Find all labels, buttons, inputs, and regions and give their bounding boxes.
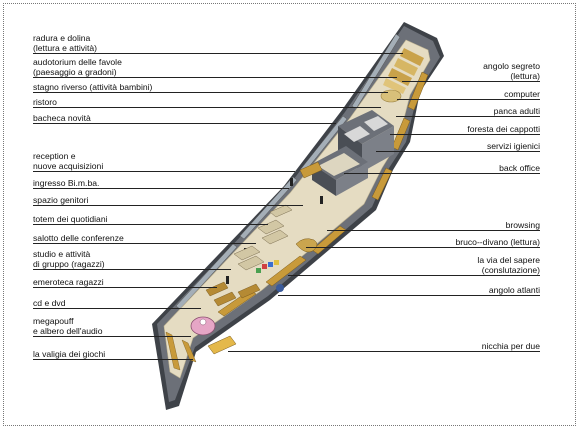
leader-ristoro	[33, 107, 381, 108]
leader-stagno	[33, 92, 388, 93]
label-auditorium: audotorium delle favole (paesaggio a gra…	[33, 57, 122, 77]
label-stagno: stagno riverso (attività bambini)	[33, 82, 153, 92]
leader-auditorium	[33, 77, 397, 78]
leader-radura	[33, 53, 403, 54]
label-servizi: servizi igienici	[486, 141, 540, 151]
label-browsing: browsing	[505, 220, 540, 230]
label-genitori: spazio genitori	[33, 195, 89, 205]
frame-border	[3, 3, 576, 426]
label-bruco: bruco--divano (lettura)	[455, 237, 540, 247]
atlanti-globe	[276, 284, 284, 292]
conference-tables	[233, 204, 293, 271]
leader-megapouff	[33, 336, 191, 337]
label-backoffice: back office	[499, 163, 540, 173]
label-studio: studio e attività di gruppo (ragazzi)	[33, 249, 105, 269]
leader-foresta	[390, 134, 540, 135]
leader-reception	[33, 171, 295, 172]
label-nicchia: nicchia per due	[481, 341, 540, 351]
leader-computer	[397, 99, 540, 100]
leader-totem	[33, 224, 268, 225]
leader-bacheca	[33, 123, 336, 124]
label-panca: panca adulti	[493, 106, 540, 116]
label-megapouff: megapouff e albero dell'audio	[33, 316, 103, 336]
leader-panca	[396, 116, 540, 117]
leader-salotto	[33, 243, 256, 244]
bruco-sofa	[295, 238, 318, 253]
label-atlanti: angolo atlanti	[488, 285, 540, 295]
leader-emeroteca	[33, 287, 217, 288]
label-reception: reception e nuove acquisizioni	[33, 151, 104, 171]
reception-desk	[299, 161, 323, 179]
stagno-pond	[380, 89, 402, 103]
label-foresta: foresta dei cappotti	[467, 124, 540, 134]
label-computer: computer	[504, 89, 540, 99]
label-totem: totem dei quotidiani	[33, 214, 108, 224]
leader-bruco	[306, 247, 540, 248]
audio-tree	[199, 318, 207, 326]
games-case	[207, 335, 237, 355]
leader-backoffice	[344, 173, 540, 174]
leader-atlanti	[278, 295, 540, 296]
lower-shelves	[165, 331, 197, 371]
leader-servizi	[376, 151, 540, 152]
leader-genitori	[33, 205, 303, 206]
label-radura: radura e dolina (lettura e attività)	[33, 33, 97, 53]
label-valigia: la valigia dei giochi	[33, 349, 106, 359]
megapouff	[190, 316, 216, 336]
leader-studio	[33, 269, 231, 270]
label-emeroteca: emeroteca ragazzi	[33, 277, 104, 287]
leader-nicchia	[228, 351, 540, 352]
leader-angolo	[402, 81, 540, 82]
label-cd: cd e dvd	[33, 298, 66, 308]
label-salotto: salotto delle conferenze	[33, 233, 124, 243]
leader-ingresso	[33, 188, 289, 189]
label-ristoro: ristoro	[33, 97, 57, 107]
leader-valigia	[33, 359, 193, 360]
emeroteca-items	[256, 260, 279, 273]
right-shelves	[217, 71, 429, 317]
label-via: la via del sapere (conslutazione)	[477, 255, 540, 275]
label-angolo: angolo segreto (lettura)	[483, 61, 540, 81]
leader-via	[288, 275, 540, 276]
leader-cd	[33, 308, 201, 309]
label-bacheca: bacheca novità	[33, 113, 91, 123]
label-ingresso: ingresso Bi.m.ba.	[33, 178, 100, 188]
cd-racks	[205, 281, 261, 307]
leader-browsing	[327, 230, 540, 231]
